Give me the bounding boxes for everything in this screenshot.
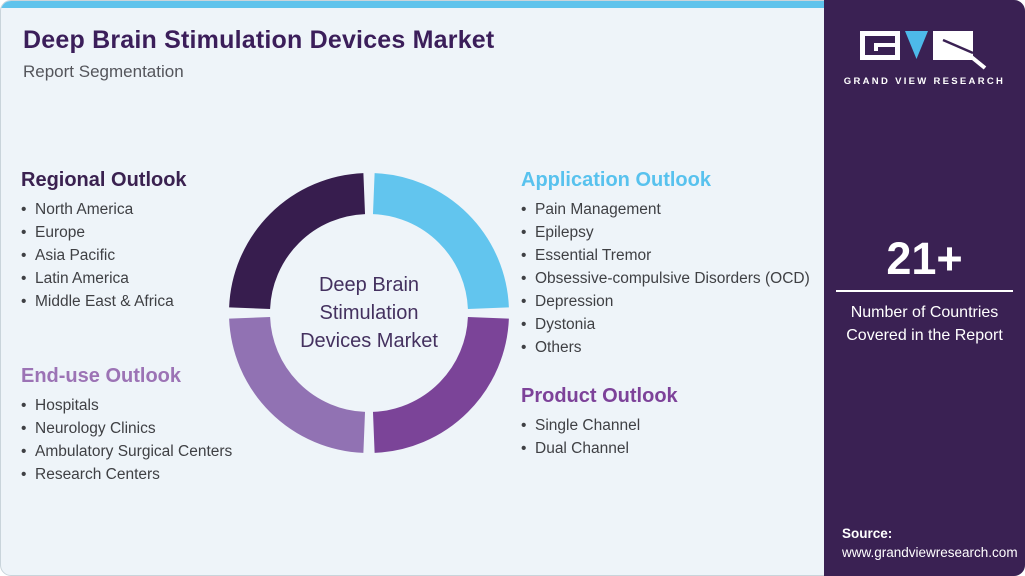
list-item: Research Centers [21,463,321,486]
logo-r-shape [932,31,986,70]
brand-name: GRAND VIEW RESEARCH [843,76,1006,87]
section-end-use-outlook: End-use Outlook HospitalsNeurology Clini… [21,365,321,486]
list-item: Epilepsy [521,221,823,244]
source-block: Source: www.grandviewresearch.com [842,526,1018,560]
donut-chart: Deep Brain Stimulation Devices Market [228,172,510,454]
stat-divider [836,290,1013,292]
list-item: Ambulatory Surgical Centers [21,440,321,463]
list-item: Depression [521,290,823,313]
list-item: Single Channel [521,414,821,437]
list-item: Others [521,336,823,359]
header: Deep Brain Stimulation Devices Market Re… [23,26,494,82]
list-item: Latin America [21,267,321,290]
page-subtitle: Report Segmentation [23,62,184,81]
stat-label: Number of Countries Covered in the Repor… [824,301,1025,347]
list-item: Asia Pacific [21,244,321,267]
section-title-regional: Regional Outlook [21,169,187,191]
countries-stat: 21+ Number of Countries Covered in the R… [824,236,1025,347]
list-item: Neurology Clinics [21,417,321,440]
donut-segment-end-use-outlook [229,316,366,453]
section-application-outlook: Application Outlook Pain ManagementEpile… [521,169,823,359]
logo-v-shape [904,31,928,59]
regional-outlook-list: North AmericaEuropeAsia PacificLatin Ame… [21,198,321,313]
list-item: Dual Channel [521,437,821,460]
end-use-outlook-list: HospitalsNeurology ClinicsAmbulatory Sur… [21,394,321,486]
sidebar: GRAND VIEW RESEARCH 21+ Number of Countr… [824,0,1025,576]
list-item: Europe [21,221,321,244]
donut-segment-product-outlook [372,316,509,453]
section-title-end-use: End-use Outlook [21,365,181,387]
list-item: Obsessive-compulsive Disorders (OCD) [521,267,823,290]
stat-value: 21+ [886,233,963,284]
donut-segment-application-outlook [372,173,509,310]
list-item: Dystonia [521,313,823,336]
section-regional-outlook: Regional Outlook North AmericaEuropeAsia… [21,169,321,313]
source-url-link[interactable]: www.grandviewresearch.com [842,545,1018,560]
section-title-product: Product Outlook [521,385,678,407]
gvr-logo-icon [859,31,986,70]
donut-segment-regional-outlook [229,173,366,310]
application-outlook-list: Pain ManagementEpilepsyEssential TremorO… [521,198,823,359]
list-item: Pain Management [521,198,823,221]
page-title: Deep Brain Stimulation Devices Market [23,26,495,54]
list-item: Essential Tremor [521,244,823,267]
product-outlook-list: Single ChannelDual Channel [521,414,821,460]
source-label: Source: [842,526,893,541]
list-item: Hospitals [21,394,321,417]
logo-g-shape [859,31,900,60]
section-title-application: Application Outlook [521,169,711,191]
section-product-outlook: Product Outlook Single ChannelDual Chann… [521,385,821,460]
stat-label-line1: Number of Countries [850,304,999,321]
top-accent-bar [1,1,1024,8]
list-item: Middle East & Africa [21,290,321,313]
donut-chart-svg [229,173,509,453]
list-item: North America [21,198,321,221]
stat-label-line2: Covered in the Report [846,327,1003,344]
brand-logo: GRAND VIEW RESEARCH [824,28,1025,87]
